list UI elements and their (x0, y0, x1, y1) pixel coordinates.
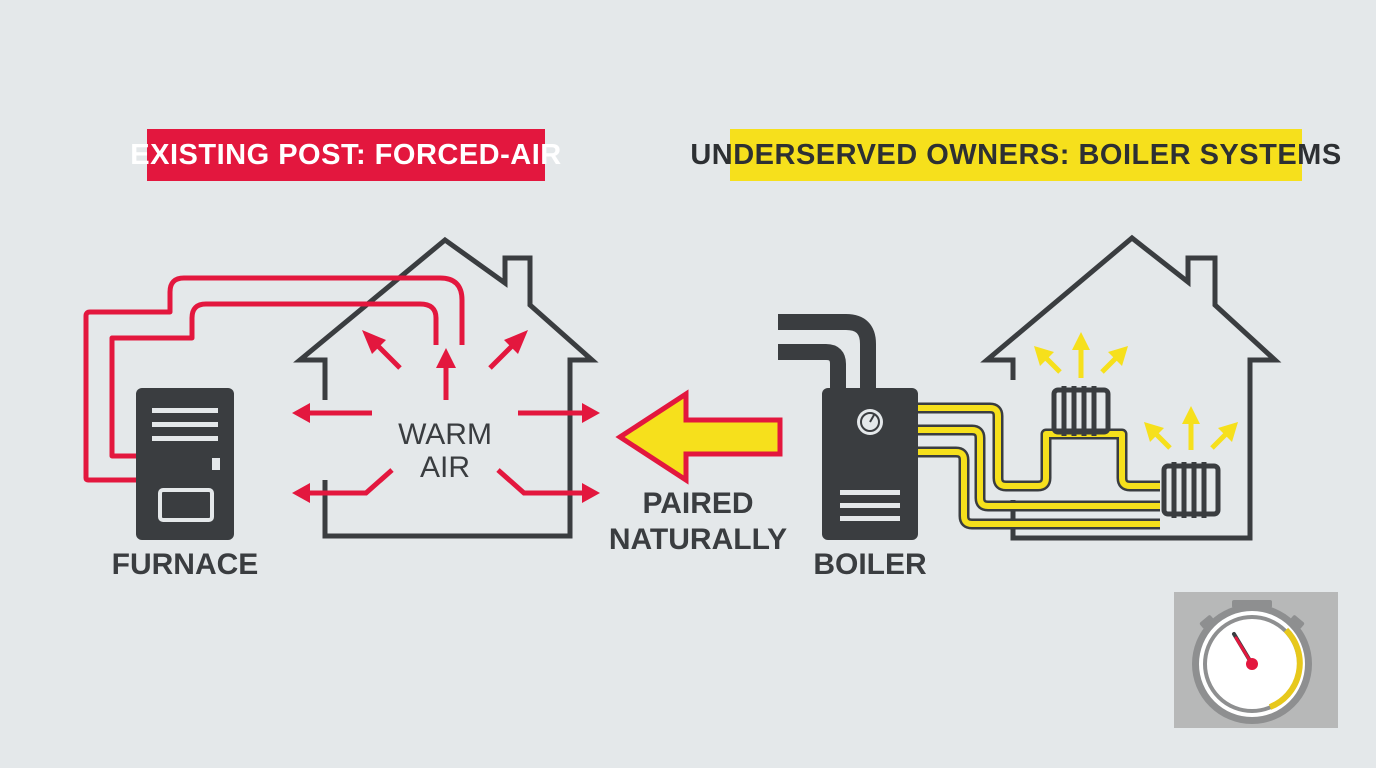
warm-air-label: WARM AIR (390, 418, 500, 484)
paired-label-line2: NATURALLY (608, 523, 788, 556)
furnace-icon (136, 388, 234, 540)
forced-air-ducts (83, 275, 465, 483)
boiler-pipes (918, 402, 1160, 530)
paired-naturally-label: PAIRED NATURALLY (598, 486, 798, 558)
forced-air-banner: EXISTING POST: FORCED-AIR (130, 129, 561, 181)
boiler-systems-banner: UNDERSERVED OWNERS: BOILER SYSTEMS (690, 129, 1341, 181)
boiler-icon (822, 388, 918, 540)
warm-air-label-line2: AIR (419, 451, 470, 484)
pairing-arrow-icon (615, 389, 783, 485)
radiator-icon (1161, 462, 1221, 518)
furnace-label: FURNACE (111, 548, 259, 581)
warm-air-label-line1: WARM (398, 418, 492, 451)
boiler-label: BOILER (813, 548, 927, 581)
radiator-icon (1051, 386, 1111, 436)
radiant-heat-arrows (1034, 332, 1238, 450)
gauge-panel (1174, 592, 1338, 728)
warm-air-arrows (292, 330, 600, 503)
gauge-icon (1192, 600, 1312, 724)
boiler-flue (778, 314, 876, 395)
paired-label-line1: PAIRED (642, 487, 754, 520)
right-house-icon (980, 234, 1282, 541)
left-house-icon (293, 236, 599, 539)
